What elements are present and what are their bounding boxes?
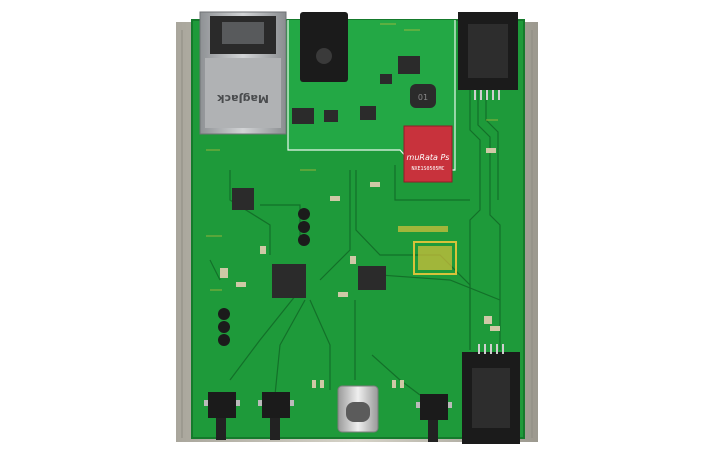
mosfet-a [292,108,314,124]
tactile-button-middle [258,392,294,440]
inductor [410,84,436,108]
board-logo [398,226,457,275]
mosfet-c [360,106,376,120]
power-ic [398,56,420,74]
silkscreen-marks [206,23,498,291]
header-connector-top [458,12,518,100]
tactile-button-right [416,394,452,442]
microcontroller-chip [272,264,306,298]
header-connector-bottom [462,344,520,444]
secondary-chip [358,266,386,290]
tactile-button-left [204,392,240,440]
module-brand-label: muRata Ps [407,153,450,162]
ethernet-phy-chip [232,188,254,210]
pin-header-lower [218,308,230,346]
svg-text:01: 01 [418,93,428,102]
murata-dcdc-module: muRata Ps NXE1S0505MC [403,125,453,183]
usb-c-connector [337,385,379,433]
rj45-magjack: MagJack [199,11,287,135]
pin-header-upper [298,208,310,246]
mosfet-b [324,110,338,122]
smd-cap [380,74,392,84]
smd-components [220,148,500,388]
dc-barrel-jack [300,12,348,82]
pcb-traces [209,90,501,396]
rj45-brand-label: MagJack [217,92,269,105]
module-part-label: NXE1S0505MC [411,166,444,172]
